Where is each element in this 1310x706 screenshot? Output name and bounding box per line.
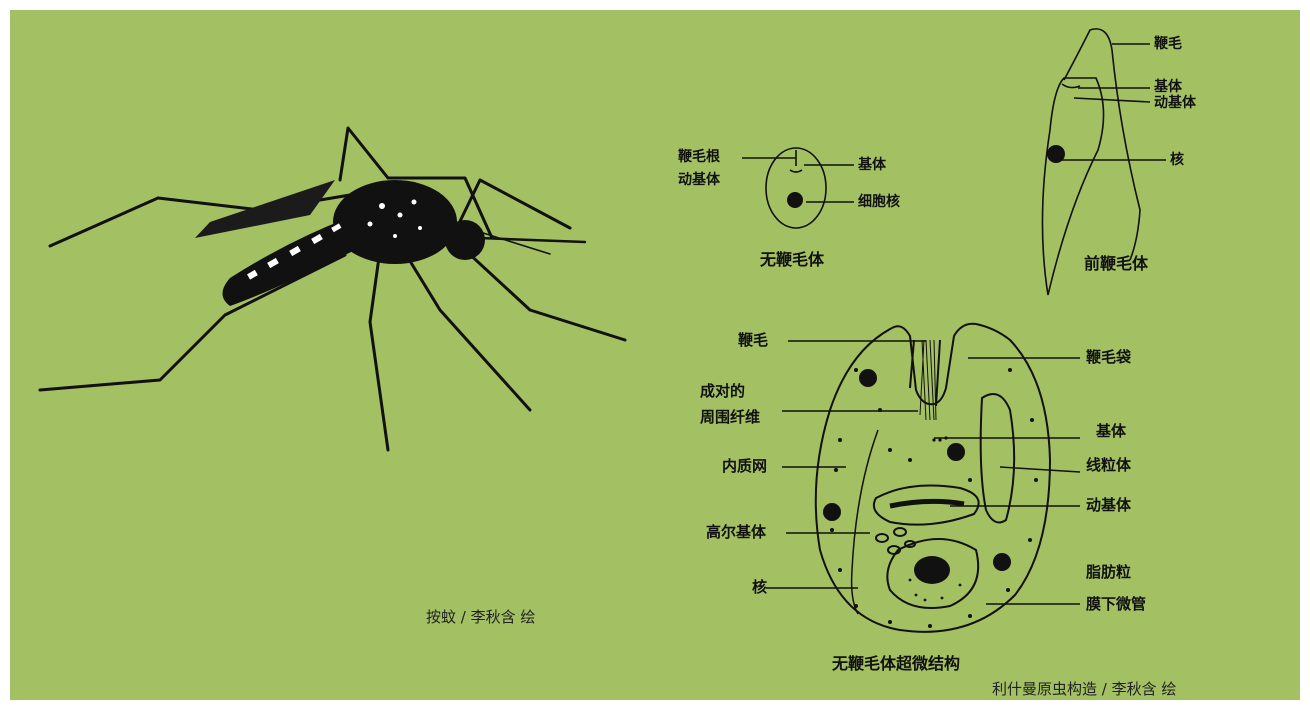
promastigote-label-flagellum: 鞭毛 (1154, 36, 1182, 52)
amastigote-label-flagellum-root: 鞭毛根 (678, 149, 720, 165)
amastigote-label-kinetoplast: 动基体 (678, 172, 720, 188)
mosquito-credit: 按蚊 / 李秋含 绘 (426, 608, 536, 626)
amastigote-label-basal-body: 基体 (858, 157, 886, 173)
promastigote-title: 前鞭毛体 (1084, 254, 1149, 273)
ultra-label-flagellar-pocket: 鞭毛袋 (1086, 348, 1132, 366)
ultra-label-kinetoplast: 动基体 (1086, 496, 1132, 514)
amastigote-title: 无鞭毛体 (760, 250, 825, 269)
ultra-label-microtubules: 膜下微管 (1086, 595, 1147, 613)
amastigote-label-nucleus: 细胞核 (858, 194, 900, 210)
ultra-label-er: 内质网 (722, 457, 768, 475)
ultra-label-paired-fibers-1: 成对的 (700, 382, 746, 400)
ultra-label-paired-fibers-2: 周围纤维 (700, 408, 761, 426)
ultra-label-golgi: 高尔基体 (706, 523, 767, 541)
promastigote-label-nucleus: 核 (1170, 152, 1184, 168)
ultrastructure-title: 无鞭毛体超微结构 (832, 654, 961, 673)
ultra-label-basal-body: 基体 (1096, 422, 1127, 440)
green-panel: 鞭毛根 动基体 基体 细胞核 无鞭毛体 鞭毛 基体 动基体 核 前鞭毛体 鞭毛 … (10, 10, 1300, 700)
ultra-label-flagellum: 鞭毛 (738, 331, 769, 349)
ultra-label-lipid: 脂肪粒 (1086, 563, 1132, 581)
promastigote-label-kinetoplast: 动基体 (1154, 95, 1196, 111)
ultra-label-nucleus: 核 (752, 578, 768, 596)
ultra-label-mitochondrion: 线粒体 (1086, 456, 1132, 474)
mosquito-illustration (38, 126, 627, 452)
figure-credit: 利什曼原虫构造 / 李秋含 绘 (992, 680, 1177, 698)
promastigote-label-basal-body: 基体 (1154, 79, 1182, 95)
